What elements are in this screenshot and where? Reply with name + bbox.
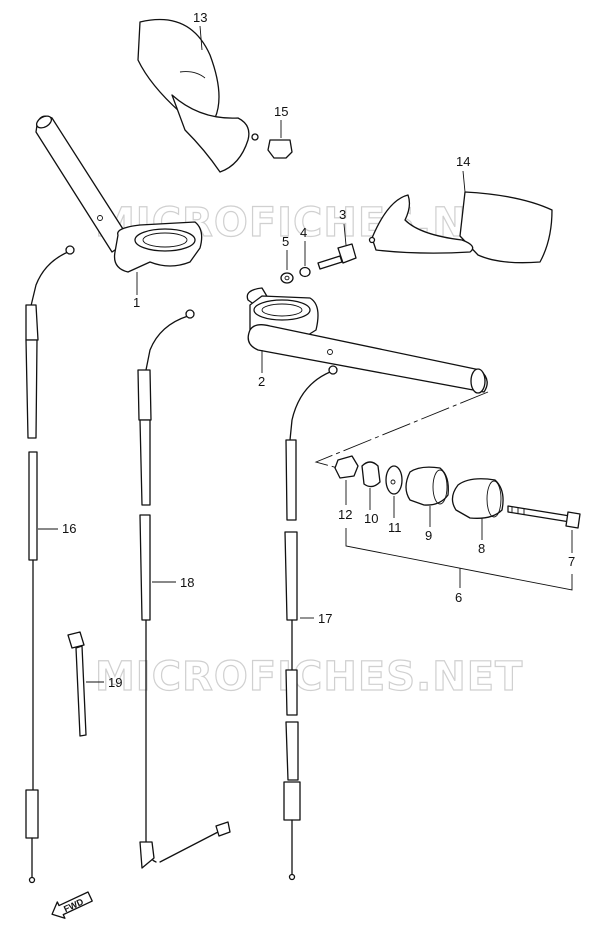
part-label-18: 18: [180, 575, 194, 590]
right-mirror-part-14: [368, 191, 553, 264]
part-label-4: 4: [300, 225, 307, 240]
part-label-7: 7: [568, 554, 575, 569]
part-label-1: 1: [133, 295, 140, 310]
left-handlebar-part-1: [35, 115, 203, 273]
cable-tie-part-19: [67, 631, 87, 737]
part-label-6: 6: [455, 590, 462, 605]
part-label-15: 15: [274, 104, 288, 119]
part-label-16: 16: [62, 521, 76, 536]
throttle-cable-part-18: [137, 309, 231, 869]
throttle-cable-part-16: [25, 245, 75, 884]
part-label-17: 17: [318, 611, 332, 626]
nut-part-15: [267, 139, 293, 159]
part-label-19: 19: [108, 675, 122, 690]
washer-part-5: [280, 272, 294, 284]
part-label-14: 14: [456, 154, 470, 169]
part-label-3: 3: [339, 207, 346, 222]
weight-part-9: [405, 466, 449, 506]
weight-part-8: [451, 478, 504, 519]
fwd-arrow-icon: FWD: [51, 891, 93, 919]
bolt-part-3: [317, 243, 357, 270]
nut-part-12: [334, 455, 359, 479]
bolt-part-7: [507, 505, 581, 529]
part-label-12: 12: [338, 507, 352, 522]
part-label-13: 13: [193, 10, 207, 25]
part-label-8: 8: [478, 541, 485, 556]
part-label-5: 5: [282, 234, 289, 249]
part-label-10: 10: [364, 511, 378, 526]
washer-part-11: [385, 465, 403, 495]
assembly-bracket-part-6: [345, 528, 573, 591]
part-label-2: 2: [258, 374, 265, 389]
part-label-9: 9: [425, 528, 432, 543]
left-mirror-part-13: [137, 18, 259, 173]
cable-part-17: [283, 365, 338, 881]
watermark-bottom: MICROFICHES.NET: [95, 654, 523, 700]
washer-part-4: [299, 266, 311, 278]
part-label-11: 11: [388, 520, 402, 535]
collar-part-10: [361, 461, 381, 488]
right-handlebar-part-2: [246, 287, 488, 394]
